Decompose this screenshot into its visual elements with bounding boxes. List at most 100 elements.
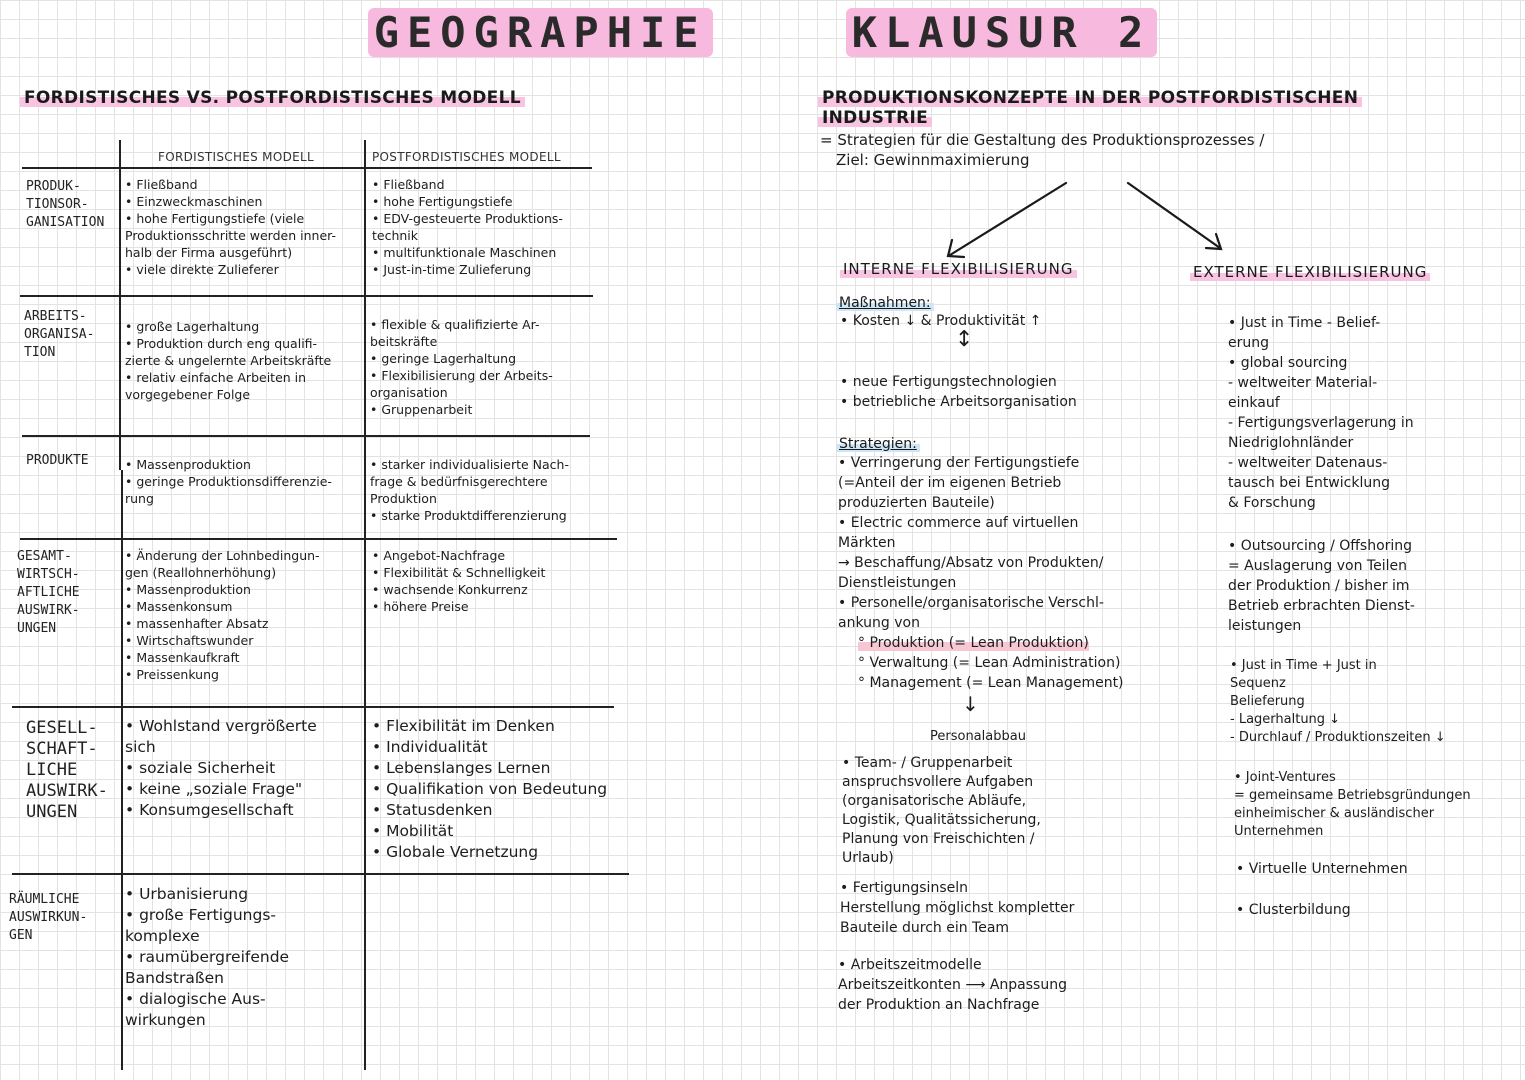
cell-production-postfordist: • Fließband • hohe Fertigungstiefe • EDV… [372, 176, 563, 278]
list-item: • Flexibilisierung der Arbeits- [370, 368, 553, 383]
list-item: Herstellung möglichst kompletter [840, 900, 1075, 916]
list-item: Produktionsschritte werden inner- [125, 228, 336, 243]
cell-social-postfordist: • Flexibilität im Denken • Individualitä… [372, 716, 607, 863]
strategies-label: Strategien: [836, 433, 920, 452]
list-item: • Mobilität [372, 822, 454, 840]
list-item: • große Lagerhaltung [125, 319, 260, 334]
list-item: • Outsourcing / Offshoring [1228, 538, 1413, 554]
list-item: • Lebenslanges Lernen [372, 759, 551, 777]
table-divider [12, 706, 614, 708]
row-label-production-organisation: PRODUK- TIONSOR- GANISATION [26, 179, 105, 230]
list-item: • Urbanisierung [125, 885, 249, 903]
list-item: • Team- / Gruppenarbeit [842, 755, 1013, 771]
list-item: - weltweiter Datenaus- [1228, 455, 1388, 471]
table-divider [12, 873, 629, 875]
cell-products-fordist: • Massenproduktion • geringe Produktions… [125, 456, 332, 507]
working-time-block: • Arbeitszeitmodelle Arbeitszeitkonten ⟶… [838, 955, 1067, 1015]
cell-products-postfordist: • starker individualisierte Nach- frage … [370, 456, 569, 524]
list-item: (=Anteil der im eigenen Betrieb [838, 475, 1062, 491]
row-label-products: PRODUKTE [26, 453, 89, 468]
updown-arrow-icon: ↕ [955, 327, 974, 352]
external-block-outsourcing: • Outsourcing / Offshoring = Auslagerung… [1228, 536, 1415, 636]
teamwork-block: • Team- / Gruppenarbeit anspruchsvollere… [842, 754, 1041, 868]
list-item: • Angebot-Nachfrage [372, 548, 506, 563]
table-divider [119, 140, 121, 470]
list-item: • soziale Sicherheit [125, 759, 276, 777]
title-word-2: KLAUSUR 2 [845, 8, 1158, 57]
list-item: • flexible & qualifizierte Ar- [370, 317, 540, 332]
external-block-just-in-time: • Just in Time - Belief- erung • global … [1228, 313, 1414, 513]
measure-cost: • Kosten ↓ & Produktivität ↑ [840, 313, 1042, 329]
list-item: • Produktion durch eng qualifi- [125, 336, 318, 351]
list-item: halb der Firma ausgeführt) [125, 245, 293, 260]
list-item: ° Management (= Lean Management) [858, 675, 1124, 691]
manufacturing-islands-block: • Fertigungsinseln Herstellung möglichst… [840, 878, 1074, 938]
list-item: • relativ einfache Arbeiten in [125, 370, 307, 385]
list-item: • hohe Fertigungstiefe (viele [125, 211, 305, 226]
column-header-fordist: FORDISTISCHES MODELL [158, 150, 314, 164]
measures-list: • neue Fertigungstechnologien • betriebl… [840, 372, 1077, 412]
list-item: • starker individualisierte Nach- [370, 457, 569, 472]
list-item: • Einzweckmaschinen [125, 194, 263, 209]
list-item: • Konsumgesellschaft [125, 801, 294, 819]
row-label-work-organisation: ARBEITS- ORGANISA- TION [24, 309, 95, 360]
list-item: Unternehmen [1234, 824, 1324, 839]
list-item: Belieferung [1230, 694, 1305, 709]
list-item: • keine „soziale Frage" [125, 780, 303, 798]
list-item: technik [372, 228, 419, 243]
list-item: • viele direkte Zulieferer [125, 262, 279, 277]
list-item: gen (Reallohnerhöhung) [125, 565, 277, 580]
list-item: • dialogische Aus- [125, 990, 266, 1008]
cell-social-fordist: • Wohlstand vergrößerte sich • soziale S… [125, 716, 317, 821]
list-item: → Beschaffung/Absatz von Produkten/ [838, 555, 1104, 571]
table-divider [364, 140, 366, 1070]
list-item: • Massenproduktion [125, 582, 251, 597]
list-item: Märkten [838, 535, 896, 551]
table-divider [20, 538, 617, 540]
cell-economic-fordist: • Änderung der Lohnbedingun- gen (Reallo… [125, 547, 320, 683]
list-item: • geringe Produktionsdifferenzie- [125, 474, 332, 489]
list-item: • raumübergreifende [125, 948, 290, 966]
list-item: • wachsende Konkurrenz [372, 582, 528, 597]
list-item: - Lagerhaltung ↓ [1230, 712, 1341, 727]
external-block-joint-ventures: • Joint-Ventures = gemeinsame Betriebsgr… [1234, 769, 1471, 841]
list-item: • Verringerung der Fertigungstiefe [838, 455, 1080, 471]
arrow-to-external [1126, 181, 1222, 250]
list-item: (organisatorische Abläufe, [842, 793, 1027, 809]
list-item: Logistik, Qualitätssicherung, [842, 812, 1041, 828]
list-item: Betrieb erbrachten Dienst- [1228, 598, 1415, 614]
list-item: • höhere Preise [372, 599, 469, 614]
list-item: komplexe [125, 927, 200, 945]
list-item: der Produktion an Nachfrage [838, 997, 1040, 1013]
list-item: • Statusdenken [372, 801, 493, 819]
page-title: GEOGRAPHIE KLAUSUR 2 [0, 8, 1525, 57]
list-item: leistungen [1228, 618, 1302, 634]
down-arrow-icon: ↓ [962, 692, 979, 716]
list-item: Dienstleistungen [838, 575, 957, 591]
table-divider [22, 167, 592, 169]
external-flex-title: EXTERNE FLEXIBILISIERUNG [1190, 263, 1431, 281]
list-item: • Wohlstand vergrößerte [125, 717, 317, 735]
list-item: - Durchlauf / Produktionszeiten ↓ [1230, 730, 1446, 745]
arrow-head [946, 238, 966, 259]
cell-economic-postfordist: • Angebot-Nachfrage • Flexibilität & Sch… [372, 547, 545, 615]
list-item: Arbeitszeitkonten ⟶ Anpassung [838, 977, 1067, 993]
list-item: • Gruppenarbeit [370, 402, 473, 417]
list-item: • geringe Lagerhaltung [370, 351, 517, 366]
list-item: Urlaub) [842, 850, 894, 866]
list-item: beitskräfte [370, 334, 438, 349]
list-item: • Electric commerce auf virtuellen [838, 515, 1079, 531]
list-item: • Just in Time - Belief- [1228, 315, 1381, 331]
external-block-cluster: • Clusterbildung [1236, 900, 1351, 920]
list-item: • Massenkonsum [125, 599, 233, 614]
row-label-social-effects: GESELL- SCHAFT- LICHE AUSWIRK- UNGEN [26, 718, 108, 822]
list-item: • hohe Fertigungstiefe [372, 194, 513, 209]
list-item: • Massenproduktion [125, 457, 251, 472]
arrow-to-internal [948, 181, 1068, 257]
table-divider [22, 435, 590, 437]
list-item: zierte & ungelernte Arbeitskräfte [125, 353, 332, 368]
measures-label: Maßnahmen: [836, 292, 934, 311]
list-item: organisation [370, 385, 448, 400]
list-item: Niedriglohnländer [1228, 435, 1354, 451]
